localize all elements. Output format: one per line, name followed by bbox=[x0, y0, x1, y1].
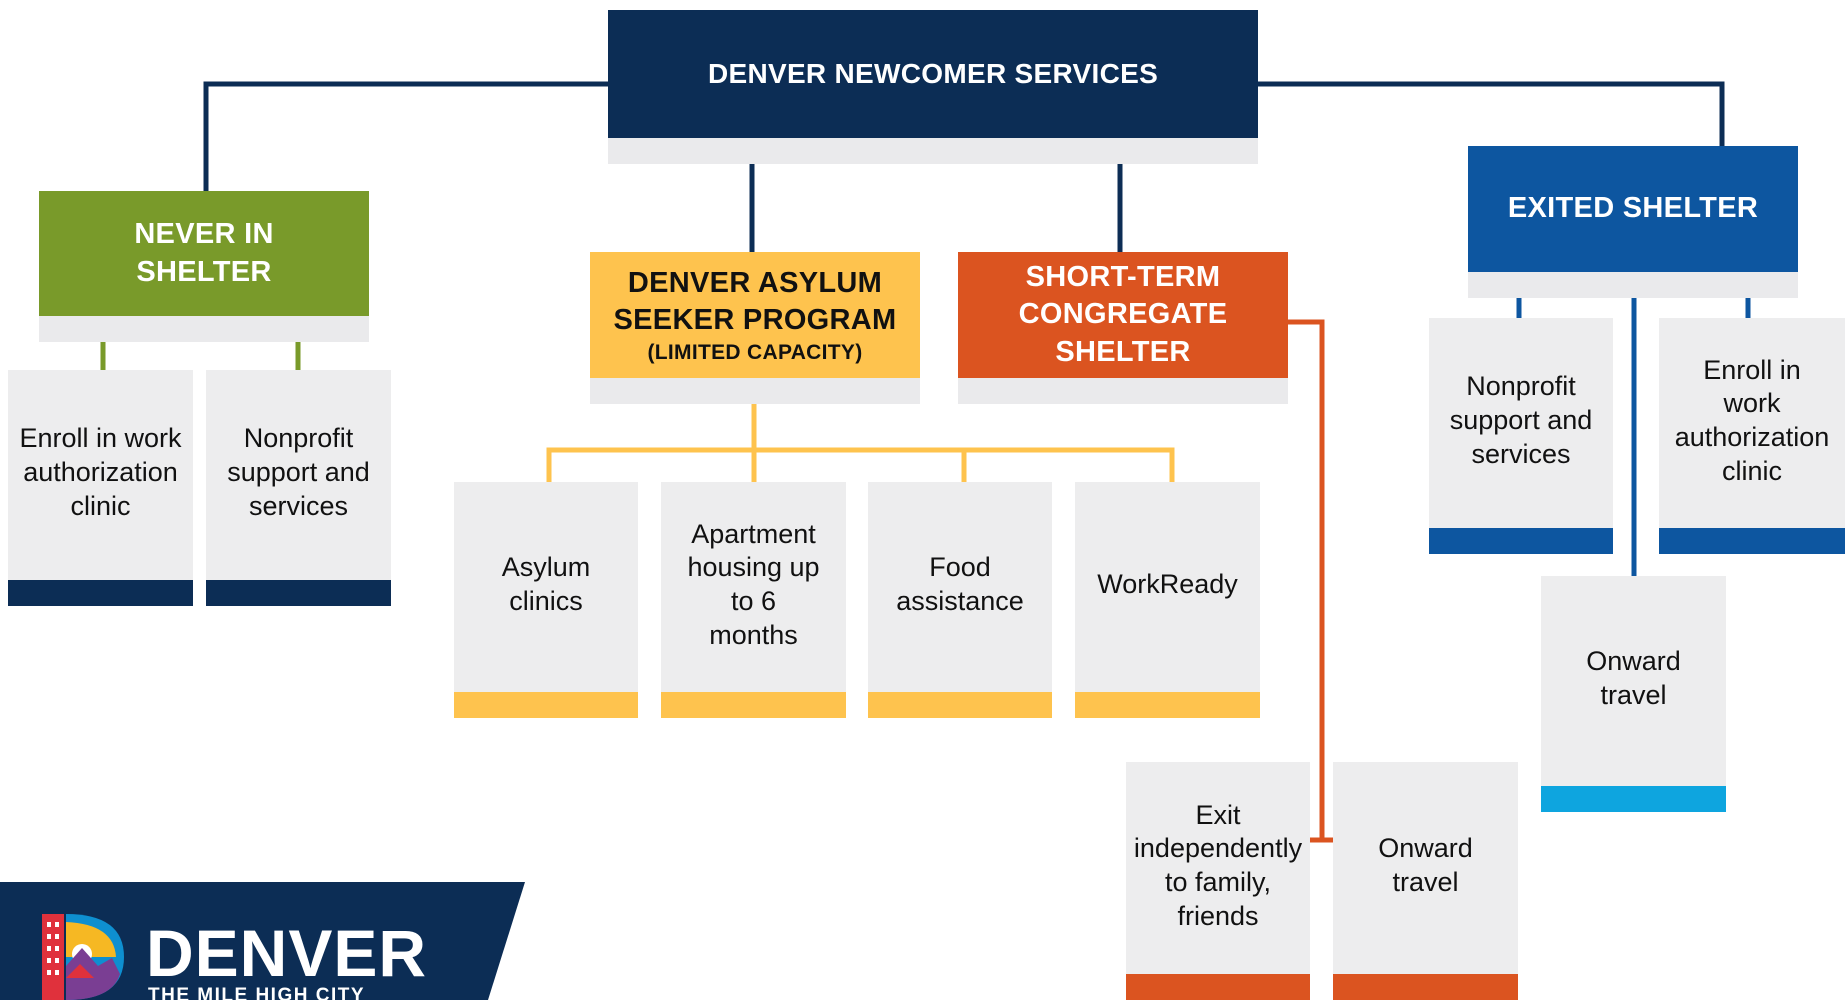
item-label: Exit independently to family, friends bbox=[1133, 799, 1303, 931]
root-node: DENVER NEWCOMER SERVICES bbox=[608, 10, 1258, 138]
congregate-shelter-item: Onward travel bbox=[1333, 762, 1518, 1000]
item-label: Enroll in work authorization clinic bbox=[1674, 354, 1830, 486]
item-color-bar bbox=[1126, 974, 1310, 1000]
never-in-shelter-title: NEVER IN SHELTER bbox=[134, 218, 274, 288]
exited-shelter-shadow bbox=[1468, 272, 1798, 298]
never-in-shelter-item: Nonprofit support and services bbox=[206, 370, 391, 606]
exited-shelter-item: Enroll in work authorization clinic bbox=[1659, 318, 1845, 554]
item-label: Apartment housing up to 6 months bbox=[687, 518, 820, 650]
item-color-bar bbox=[1541, 786, 1726, 812]
item-label: Food assistance bbox=[896, 552, 1024, 616]
item-color-bar bbox=[1659, 528, 1845, 554]
congregate-shelter-item: Exit independently to family, friends bbox=[1126, 762, 1310, 1000]
asylum-program-item: WorkReady bbox=[1075, 482, 1260, 718]
item-label: Nonprofit support and services bbox=[1449, 371, 1593, 469]
congregate-shelter-shadow bbox=[958, 378, 1288, 404]
root-node-title: DENVER NEWCOMER SERVICES bbox=[707, 58, 1159, 90]
asylum-program-title: DENVER ASYLUM SEEKER PROGRAM bbox=[613, 266, 897, 336]
congregate-shelter-node: SHORT-TERM CONGREGATE SHELTER bbox=[958, 252, 1288, 378]
item-label: Enroll in work authorization clinic bbox=[19, 423, 182, 521]
item-color-bar bbox=[1429, 528, 1613, 554]
exited-shelter-node: EXITED SHELTER bbox=[1468, 146, 1798, 272]
item-color-bar bbox=[868, 692, 1052, 718]
item-label: Onward travel bbox=[1586, 646, 1681, 710]
item-label: Onward travel bbox=[1378, 833, 1473, 897]
asylum-program-item: Apartment housing up to 6 months bbox=[661, 482, 846, 718]
item-color-bar bbox=[454, 692, 638, 718]
item-color-bar bbox=[8, 580, 193, 606]
never-in-shelter-node: NEVER IN SHELTER bbox=[39, 191, 369, 316]
exited-shelter-item: Nonprofit support and services bbox=[1429, 318, 1613, 554]
item-label: Asylum clinics bbox=[501, 552, 591, 616]
asylum-program-item: Asylum clinics bbox=[454, 482, 638, 718]
congregate-shelter-title: SHORT-TERM CONGREGATE SHELTER bbox=[1018, 261, 1228, 368]
item-color-bar bbox=[1075, 692, 1260, 718]
asylum-program-item: Food assistance bbox=[868, 482, 1052, 718]
asylum-program-node: DENVER ASYLUM SEEKER PROGRAM (LIMITED CA… bbox=[590, 252, 920, 378]
item-label: WorkReady bbox=[1097, 569, 1238, 600]
asylum-program-shadow bbox=[590, 378, 920, 404]
item-label: Nonprofit support and services bbox=[227, 423, 370, 521]
asylum-program-subtitle: (LIMITED CAPACITY) bbox=[647, 341, 863, 365]
denver-logo-icon bbox=[42, 914, 124, 1000]
exited-shelter-item: Onward travel bbox=[1541, 576, 1726, 812]
item-color-bar bbox=[206, 580, 391, 606]
root-node-shadow bbox=[608, 138, 1258, 164]
logo-wordmark: DENVER bbox=[146, 916, 428, 990]
never-in-shelter-item: Enroll in work authorization clinic bbox=[8, 370, 193, 606]
item-color-bar bbox=[1333, 974, 1518, 1000]
never-in-shelter-shadow bbox=[39, 316, 369, 342]
exited-shelter-title: EXITED SHELTER bbox=[1507, 192, 1759, 225]
item-color-bar bbox=[661, 692, 846, 718]
logo-tagline: THE MILE HIGH CITY bbox=[148, 985, 365, 1006]
